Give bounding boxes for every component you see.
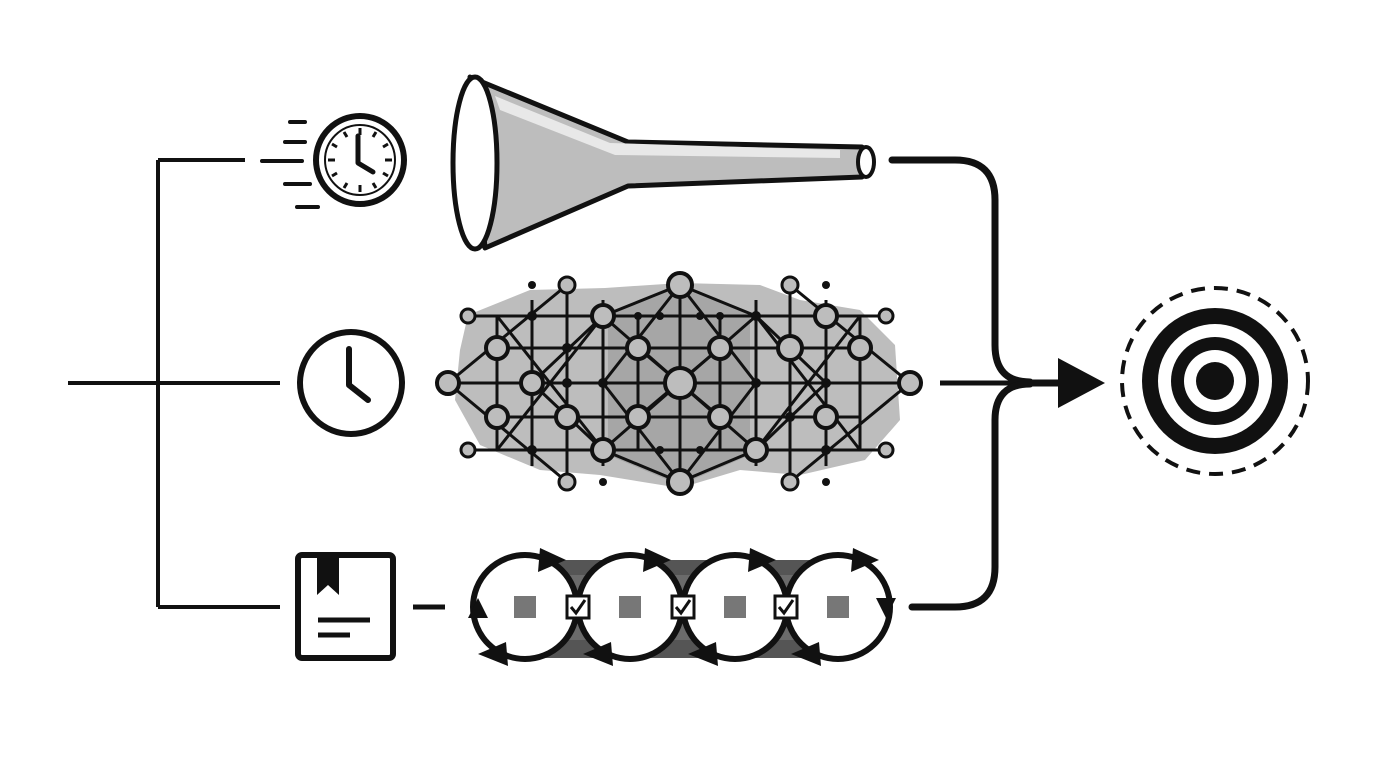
- funnel-output-line: [888, 156, 1034, 386]
- target-icon: [1120, 286, 1310, 476]
- merge-arrow: [1020, 358, 1105, 408]
- checkpoint-2: [670, 594, 696, 620]
- cycle-chain: [468, 548, 896, 666]
- bookmarked-document-icon: [295, 552, 396, 661]
- node-network: [435, 271, 923, 496]
- funnel: [450, 74, 876, 252]
- cycle-output-line: [908, 380, 1034, 611]
- fast-clock-icon: [260, 113, 407, 209]
- branch-connector: [68, 158, 280, 609]
- checkpoint-1: [565, 594, 591, 620]
- checkpoint-3: [773, 594, 799, 620]
- checkpoints: [565, 594, 799, 620]
- clock-icon: [297, 329, 405, 437]
